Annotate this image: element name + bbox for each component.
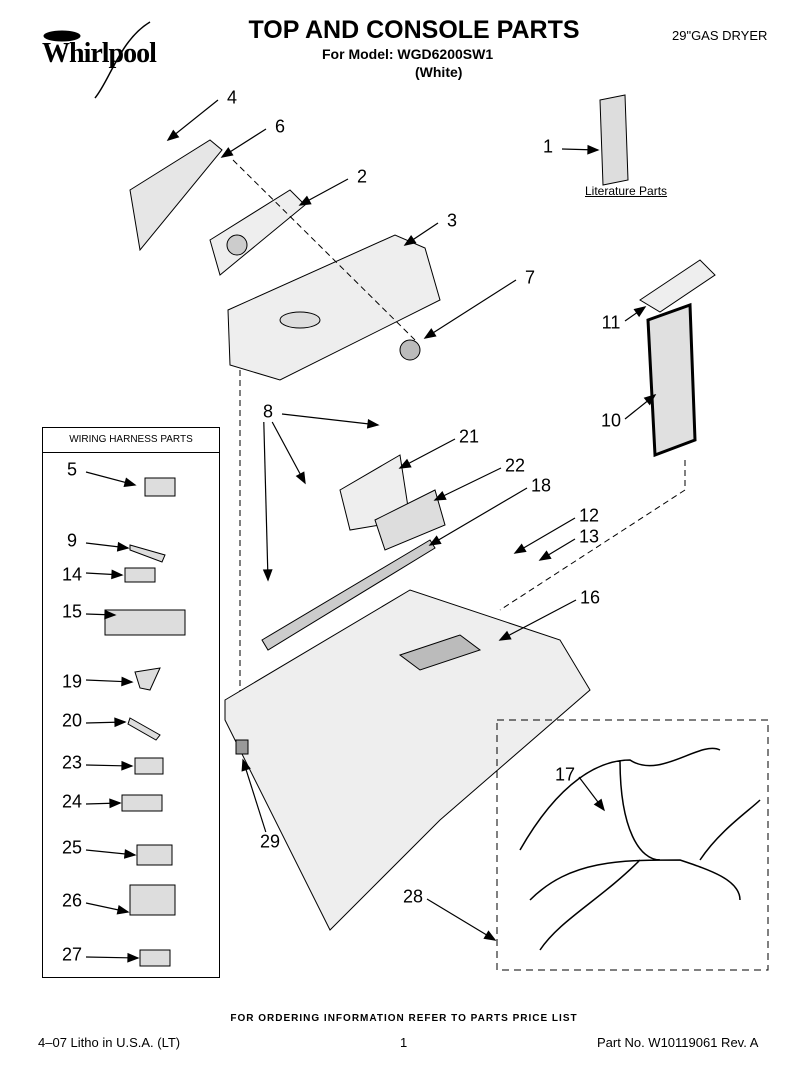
callout-c1: 1 — [542, 136, 554, 157]
callout-h24: 24 — [61, 791, 83, 812]
knob — [399, 339, 421, 361]
callout-c10: 10 — [600, 410, 622, 431]
leader-line — [426, 898, 496, 941]
wiring-harness-box — [42, 427, 220, 978]
callout-c28: 28 — [402, 886, 424, 907]
model-label: For Model: WGD6200SW1 — [322, 46, 494, 62]
arrowhead — [428, 535, 442, 546]
callout-c12: 12 — [578, 505, 600, 526]
cover-strip — [261, 539, 436, 651]
callout-h19: 19 — [61, 671, 83, 692]
callout-c3: 3 — [446, 210, 458, 231]
arrowhead — [262, 569, 273, 582]
lint-screen — [646, 302, 697, 458]
arrowhead — [433, 490, 447, 501]
arrowhead — [116, 541, 130, 552]
wiring-harness-title: WIRING HARNESS PARTS — [69, 434, 193, 445]
divider — [42, 452, 220, 453]
leader-line — [167, 99, 219, 141]
literature-parts-label: Literature Parts — [585, 184, 668, 198]
leader-line — [271, 421, 306, 484]
leader-line — [499, 599, 577, 641]
page-title: TOP AND CONSOLE PARTS — [248, 16, 580, 44]
literature-booklet — [599, 94, 629, 186]
arrowhead — [166, 129, 180, 142]
callout-h27: 27 — [61, 944, 83, 965]
callout-c29: 29 — [259, 831, 281, 852]
console — [227, 234, 441, 381]
arrowhead — [295, 471, 306, 485]
callout-h26: 26 — [61, 890, 83, 911]
arrowhead — [123, 849, 137, 859]
callout-c18: 18 — [530, 475, 552, 496]
callout-h5: 5 — [66, 459, 78, 480]
leader-line — [434, 467, 502, 501]
console-bracket — [129, 139, 223, 252]
arrowhead — [587, 144, 600, 155]
callout-c17: 17 — [554, 764, 576, 785]
arrowhead — [366, 418, 380, 429]
arrowhead — [109, 798, 122, 809]
part-number: Part No. W10119061 Rev. A — [597, 1035, 759, 1050]
arrowhead — [220, 147, 234, 158]
leader-line — [424, 279, 517, 339]
arrowhead — [111, 569, 124, 580]
part-drawings — [43, 21, 769, 971]
callout-c13: 13 — [578, 526, 600, 547]
arrowhead — [121, 760, 134, 771]
ordering-note: FOR ORDERING INFORMATION REFER TO PARTS … — [230, 1013, 578, 1024]
foot — [235, 739, 249, 755]
lint-cover — [639, 259, 716, 313]
callout-c7: 7 — [524, 267, 536, 288]
leader-line — [242, 759, 267, 833]
page-number: 1 — [400, 1035, 408, 1050]
arrowhead — [398, 458, 412, 469]
arrowhead — [116, 905, 130, 915]
callout-leader-lines — [85, 99, 657, 963]
arrowhead — [123, 477, 137, 488]
arrowhead — [423, 328, 437, 339]
arrowhead — [403, 235, 417, 246]
thermistor — [374, 489, 446, 551]
leader-line — [263, 421, 269, 581]
callout-c8: 8 — [262, 401, 274, 422]
arrowhead — [498, 630, 512, 641]
arrowhead — [633, 306, 647, 318]
dryer-top — [224, 589, 591, 931]
leader-line — [281, 413, 379, 426]
callout-c21: 21 — [458, 426, 480, 447]
callout-h25: 25 — [61, 837, 83, 858]
callout-h15: 15 — [61, 601, 83, 622]
arrowhead — [127, 952, 140, 963]
arrowhead — [538, 550, 552, 561]
harness-dashed-box — [496, 719, 769, 971]
callout-c16: 16 — [579, 587, 601, 608]
callout-h23: 23 — [61, 752, 83, 773]
arrowhead — [643, 393, 657, 406]
leader-line — [514, 517, 576, 554]
control-board — [209, 189, 306, 276]
arrowhead — [483, 930, 497, 941]
arrowhead — [593, 798, 605, 812]
callout-c2: 2 — [356, 166, 368, 187]
arrowhead — [121, 676, 134, 687]
whirlpool-logo: Whirlpool — [42, 38, 157, 69]
callout-h9: 9 — [66, 530, 78, 551]
arrowhead — [513, 543, 527, 554]
color-label: (White) — [415, 64, 463, 80]
arrowhead — [104, 609, 117, 620]
callout-c11: 11 — [601, 312, 621, 333]
callout-h14: 14 — [61, 564, 83, 585]
leader-line — [429, 487, 528, 546]
callout-c22: 22 — [504, 455, 526, 476]
callout-c6: 6 — [274, 116, 286, 137]
callout-c4: 4 — [226, 87, 238, 108]
litho-note: 4–07 Litho in U.S.A. (LT) — [38, 1035, 181, 1050]
arrowhead — [114, 717, 127, 728]
arrowhead — [241, 758, 251, 772]
arrowhead — [298, 195, 312, 206]
product-type: 29"GAS DRYER — [672, 28, 768, 43]
callout-h20: 20 — [61, 710, 83, 731]
whirlpool-logo-swirl — [43, 30, 81, 42]
